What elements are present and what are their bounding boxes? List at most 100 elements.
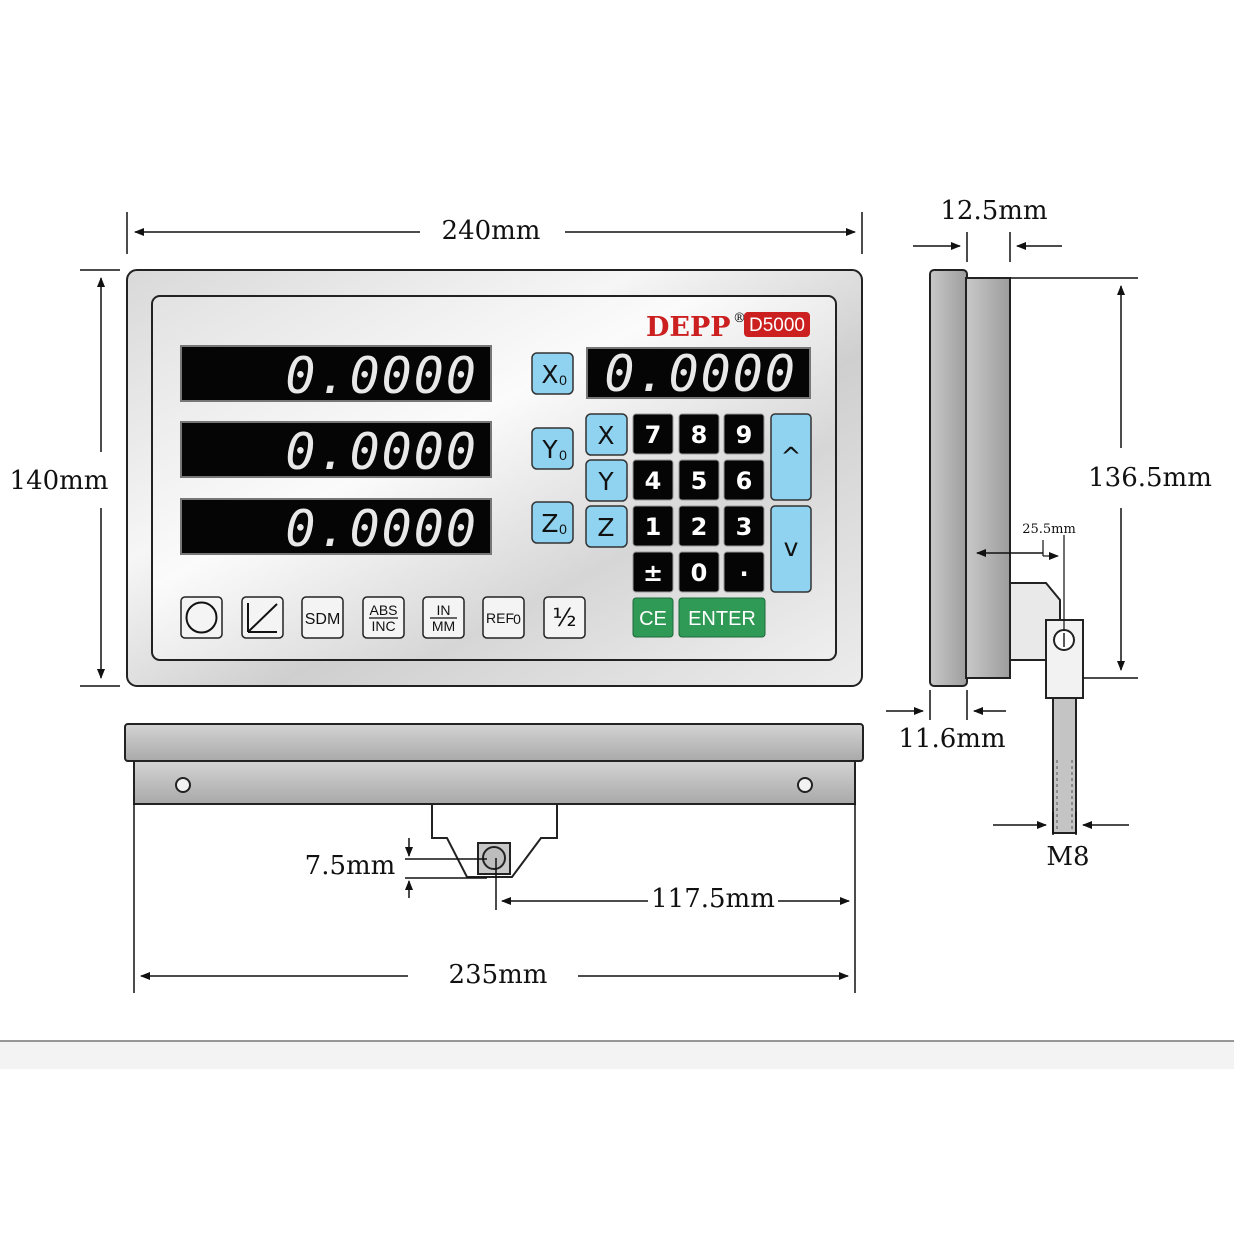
front-view: DEPP ® D5000 0.0000 0.0000 0.0000 0.0000… — [126, 269, 863, 687]
key-6[interactable]: 6 — [723, 459, 765, 501]
dim-width-top: 240mm — [442, 216, 541, 246]
line-function-button[interactable] — [241, 596, 284, 639]
angle-line-icon — [247, 603, 278, 633]
svg-text:7: 7 — [645, 421, 662, 449]
svg-text:±: ± — [643, 559, 663, 587]
in-mm-button[interactable]: IN MM — [422, 596, 465, 639]
svg-text:CE: CE — [639, 608, 667, 630]
key-8[interactable]: 8 — [678, 413, 720, 455]
svg-text:MM: MM — [432, 618, 455, 634]
key-3[interactable]: 3 — [723, 505, 765, 547]
side-mount-rod — [1052, 697, 1077, 834]
axis-y-button[interactable]: Y — [585, 459, 628, 502]
svg-text:·: · — [739, 560, 748, 588]
svg-text:1: 1 — [645, 513, 662, 541]
svg-text:ENTER: ENTER — [688, 608, 756, 630]
key-1[interactable]: 1 — [632, 505, 674, 547]
numpad: 7 8 9 4 5 6 1 2 3 ± 0 · — [632, 413, 765, 593]
display-y: 0.0000 — [180, 421, 492, 481]
svg-text:INC: INC — [371, 618, 395, 634]
bottom-dimensions: 7.5mm 117.5mm 235mm — [133, 804, 856, 993]
svg-text:Z: Z — [541, 509, 558, 538]
screw-left-icon — [175, 777, 191, 793]
ce-button[interactable]: CE — [632, 597, 674, 638]
svg-text:0: 0 — [559, 447, 567, 463]
abs-inc-button[interactable]: ABS INC — [362, 596, 405, 639]
display-aux: 0.0000 — [586, 345, 811, 403]
dim-front-depth: 12.5mm — [940, 196, 1047, 226]
display-z: 0.0000 — [180, 498, 492, 558]
svg-text:IN: IN — [437, 602, 451, 618]
axis-x-button[interactable]: X — [585, 413, 628, 456]
bottom-bezel — [124, 723, 864, 762]
x-zero-button[interactable]: X 0 — [531, 352, 574, 395]
arrow-down-button[interactable]: v — [770, 505, 812, 593]
display-z-value: 0.0000 — [285, 500, 478, 558]
sdm-button[interactable]: SDM — [301, 596, 344, 639]
svg-text:REF: REF — [486, 610, 514, 626]
key-5[interactable]: 5 — [678, 459, 720, 501]
svg-text:0: 0 — [559, 372, 567, 388]
enter-button[interactable]: ENTER — [678, 597, 766, 638]
y-zero-button[interactable]: Y 0 — [531, 427, 574, 470]
dim-side-height: 136.5mm — [1088, 463, 1212, 493]
dim-back-depth: 11.6mm — [898, 724, 1005, 754]
circle-icon — [185, 601, 218, 634]
dim-height: 140mm — [10, 466, 109, 496]
svg-text:6: 6 — [736, 467, 753, 495]
svg-text:4: 4 — [645, 467, 662, 495]
dim-mount-offset: 25.5mm — [1022, 522, 1076, 537]
dim-bottom-gap: 7.5mm — [305, 851, 396, 881]
key-9[interactable]: 9 — [723, 413, 765, 455]
key-0[interactable]: 0 — [678, 551, 720, 593]
arrow-up-button[interactable]: ^ — [770, 413, 812, 501]
bottom-bolt-icon — [482, 846, 506, 870]
side-mount-block — [1045, 619, 1084, 699]
svg-text:3: 3 — [736, 513, 753, 541]
model-number: D5000 — [749, 315, 805, 336]
side-bezel — [929, 269, 968, 687]
dim-bolt-center: 117.5mm — [651, 884, 775, 914]
svg-text:½: ½ — [552, 603, 576, 632]
display-aux-value: 0.0000 — [604, 345, 797, 403]
ref-button[interactable]: REF 0 — [482, 596, 525, 639]
key-decimal-point[interactable]: · — [723, 551, 765, 593]
chevron-down-icon: v — [784, 533, 799, 562]
brand-registered-mark: ® — [733, 311, 746, 326]
bottom-body — [133, 760, 856, 805]
circle-function-button[interactable] — [180, 596, 223, 639]
key-7[interactable]: 7 — [632, 413, 674, 455]
svg-text:X: X — [541, 360, 558, 389]
svg-text:0: 0 — [513, 611, 521, 627]
axis-z-button[interactable]: Z — [585, 505, 628, 548]
dim-bolt: M8 — [1046, 842, 1089, 872]
front-dimensions: 240mm 140mm — [10, 212, 863, 687]
display-x-value: 0.0000 — [285, 347, 478, 405]
svg-text:SDM: SDM — [305, 611, 341, 628]
svg-text:2: 2 — [691, 513, 708, 541]
chevron-up-icon: ^ — [781, 442, 802, 471]
bottom-strip — [0, 1041, 1234, 1069]
svg-text:8: 8 — [691, 421, 708, 449]
z-zero-button[interactable]: Z 0 — [531, 501, 574, 544]
svg-text:Z: Z — [597, 513, 614, 542]
display-x: 0.0000 — [180, 345, 492, 405]
display-y-value: 0.0000 — [285, 423, 478, 481]
key-4[interactable]: 4 — [632, 459, 674, 501]
key-plus-minus[interactable]: ± — [632, 551, 674, 593]
svg-text:9: 9 — [736, 421, 753, 449]
side-view — [929, 269, 1084, 834]
brand-name: DEPP — [646, 312, 731, 343]
model-badge — [744, 312, 810, 337]
svg-text:5: 5 — [691, 467, 708, 495]
svg-text:ABS: ABS — [369, 602, 397, 618]
svg-text:Y: Y — [597, 467, 614, 496]
svg-text:X: X — [597, 421, 614, 450]
svg-text:0: 0 — [559, 521, 567, 537]
side-body — [965, 277, 1011, 679]
side-dimensions: 12.5mm 136.5mm 25.5mm 11.6mm M8 — [886, 196, 1212, 872]
half-button[interactable]: ½ — [543, 596, 586, 639]
screw-right-icon — [797, 777, 813, 793]
key-2[interactable]: 2 — [678, 505, 720, 547]
